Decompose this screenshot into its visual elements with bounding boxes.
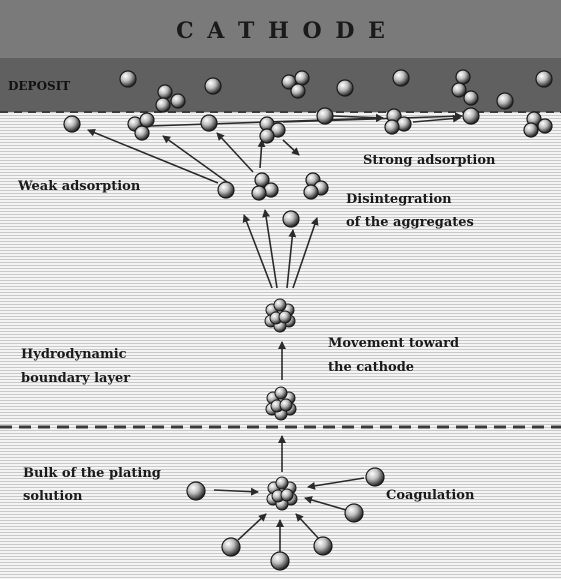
aggregate-particle [158,85,172,99]
particle [120,71,136,87]
particle [497,93,513,109]
aggregate-particle [385,120,399,134]
particle [218,182,234,198]
aggregate-particle [524,123,538,137]
disintegration-label-line1: Disintegration [346,192,452,207]
particle [345,504,363,522]
cathode-label: C A T H O D E [176,18,388,44]
particle [366,468,384,486]
aggregate-particle [156,98,170,112]
particle [283,211,299,227]
strong-adsorption-label: Strong adsorption [363,153,496,168]
particle [393,70,409,86]
deposit-label: DEPOSIT [8,79,70,93]
cluster-particle [281,489,293,501]
aggregate-particle [135,126,149,140]
particle [201,115,217,131]
boundary-layer-label-line1: Hydrodynamic [21,347,127,362]
particle [317,108,333,124]
movement-label-line1: Movement toward [328,336,459,351]
aggregate-particle [304,185,318,199]
aggregate-particle [456,70,470,84]
particle [536,71,552,87]
particle [187,482,205,500]
aggregate-particle [464,91,478,105]
particle [271,552,289,570]
aggregate-particle [452,83,466,97]
boundary-layer-label-line2: boundary layer [21,371,130,386]
bulk-label-line2: solution [23,489,83,504]
disintegration-label-line2: of the aggregates [346,215,474,230]
aggregate-particle [260,129,274,143]
aggregate-particle [171,94,185,108]
aggregate-particle [140,113,154,127]
weak-adsorption-label: Weak adsorption [17,179,141,194]
particle [205,78,221,94]
particle [314,537,332,555]
particle [337,80,353,96]
deposit-band [0,58,561,112]
cluster-particle [280,399,292,411]
cluster-particle [274,299,286,311]
cluster-particle [275,387,287,399]
bulk-label-line1: Bulk of the plating [23,466,161,481]
aggregate-particle [291,84,305,98]
particle [64,116,80,132]
movement-label-line2: the cathode [328,360,414,375]
particle [222,538,240,556]
aggregate-particle [295,71,309,85]
cluster-particle [279,311,291,323]
cluster-particle [276,477,288,489]
aggregate-particle [538,119,552,133]
aggregate-particle [252,186,266,200]
particle [463,108,479,124]
coagulation-label: Coagulation [386,488,475,503]
